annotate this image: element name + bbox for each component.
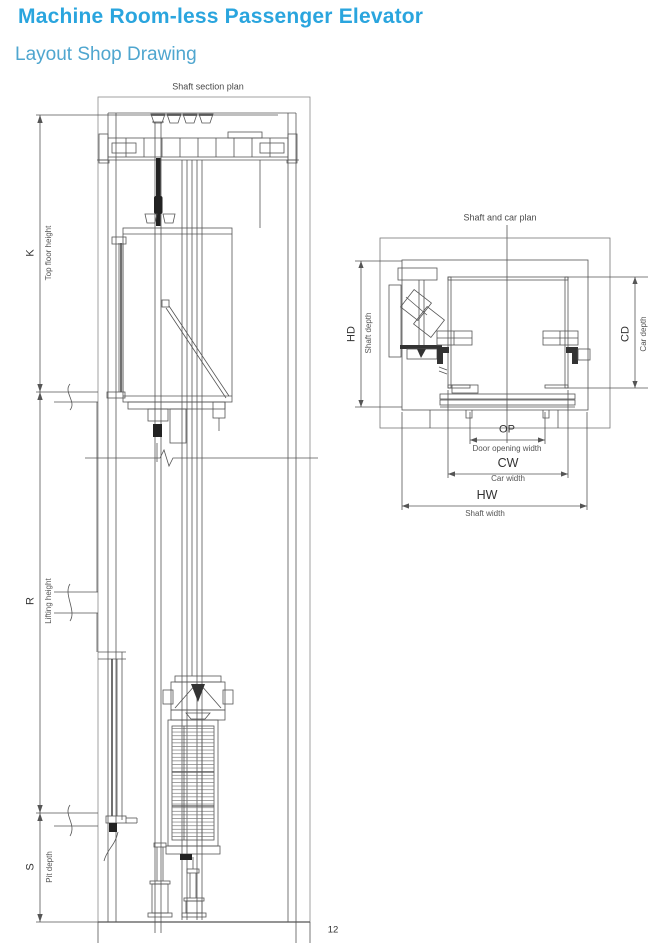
dim-label-lifting-height: Lifting height (44, 578, 53, 624)
plan-drawing-caption: Shaft and car plan (463, 212, 537, 223)
elevator-car (122, 213, 233, 462)
floor-slabs (54, 383, 98, 837)
rail-bracket-right (542, 330, 591, 364)
page-number: 12 (327, 924, 339, 936)
dimension-op (469, 412, 546, 444)
landing-door-top (106, 236, 127, 399)
dim-symbol-k: K (24, 249, 37, 257)
counterweight (162, 675, 234, 869)
dim-symbol-cw: CW (497, 455, 519, 470)
shaft-car-plan-drawing (355, 225, 648, 510)
shaft-section-drawing (36, 96, 318, 943)
counterweight-buffer (181, 868, 207, 918)
landing-door-bottom (98, 651, 138, 862)
dim-label-car-depth: Car depth (639, 316, 648, 352)
plan-shaft-walls (379, 237, 611, 429)
break-line (85, 448, 318, 468)
diagonal-brace (161, 299, 230, 399)
dim-symbol-hd: HD (345, 326, 358, 342)
dim-label-shaft-width: Shaft width (465, 509, 505, 518)
section-drawing-caption: Shaft section plan (172, 81, 244, 92)
dim-label-shaft-depth: Shaft depth (364, 312, 373, 354)
dim-label-pit-depth: Pit depth (45, 851, 54, 883)
dim-label-car-width: Car width (491, 474, 525, 483)
door-sill-assembly (439, 384, 576, 419)
rope-hitch (154, 158, 163, 226)
dim-label-top-floor-height: Top floor height (44, 225, 53, 281)
dim-symbol-s: S (24, 863, 37, 871)
page-subtitle: Layout Shop Drawing (15, 44, 197, 65)
dim-symbol-cd: CD (619, 326, 632, 342)
dim-label-door-opening-width: Door opening width (472, 444, 542, 453)
pit-floor (97, 921, 311, 943)
dimension-line-krs (36, 114, 278, 923)
dim-symbol-r: R (24, 597, 37, 605)
dimension-cw (447, 390, 569, 478)
plan-car-outline (447, 276, 569, 389)
page-title: Machine Room-less Passenger Elevator (18, 5, 424, 28)
car-buffer (147, 842, 173, 918)
dimension-hd (355, 260, 402, 408)
dim-symbol-hw: HW (476, 487, 498, 502)
under-car-equipment (127, 401, 226, 462)
dim-symbol-op: OP (499, 423, 515, 436)
dimension-hw (401, 412, 588, 510)
machine-beam (97, 131, 299, 228)
traction-machine (388, 267, 446, 360)
rail-bracket-left (436, 330, 473, 375)
dimension-cd (568, 276, 648, 389)
